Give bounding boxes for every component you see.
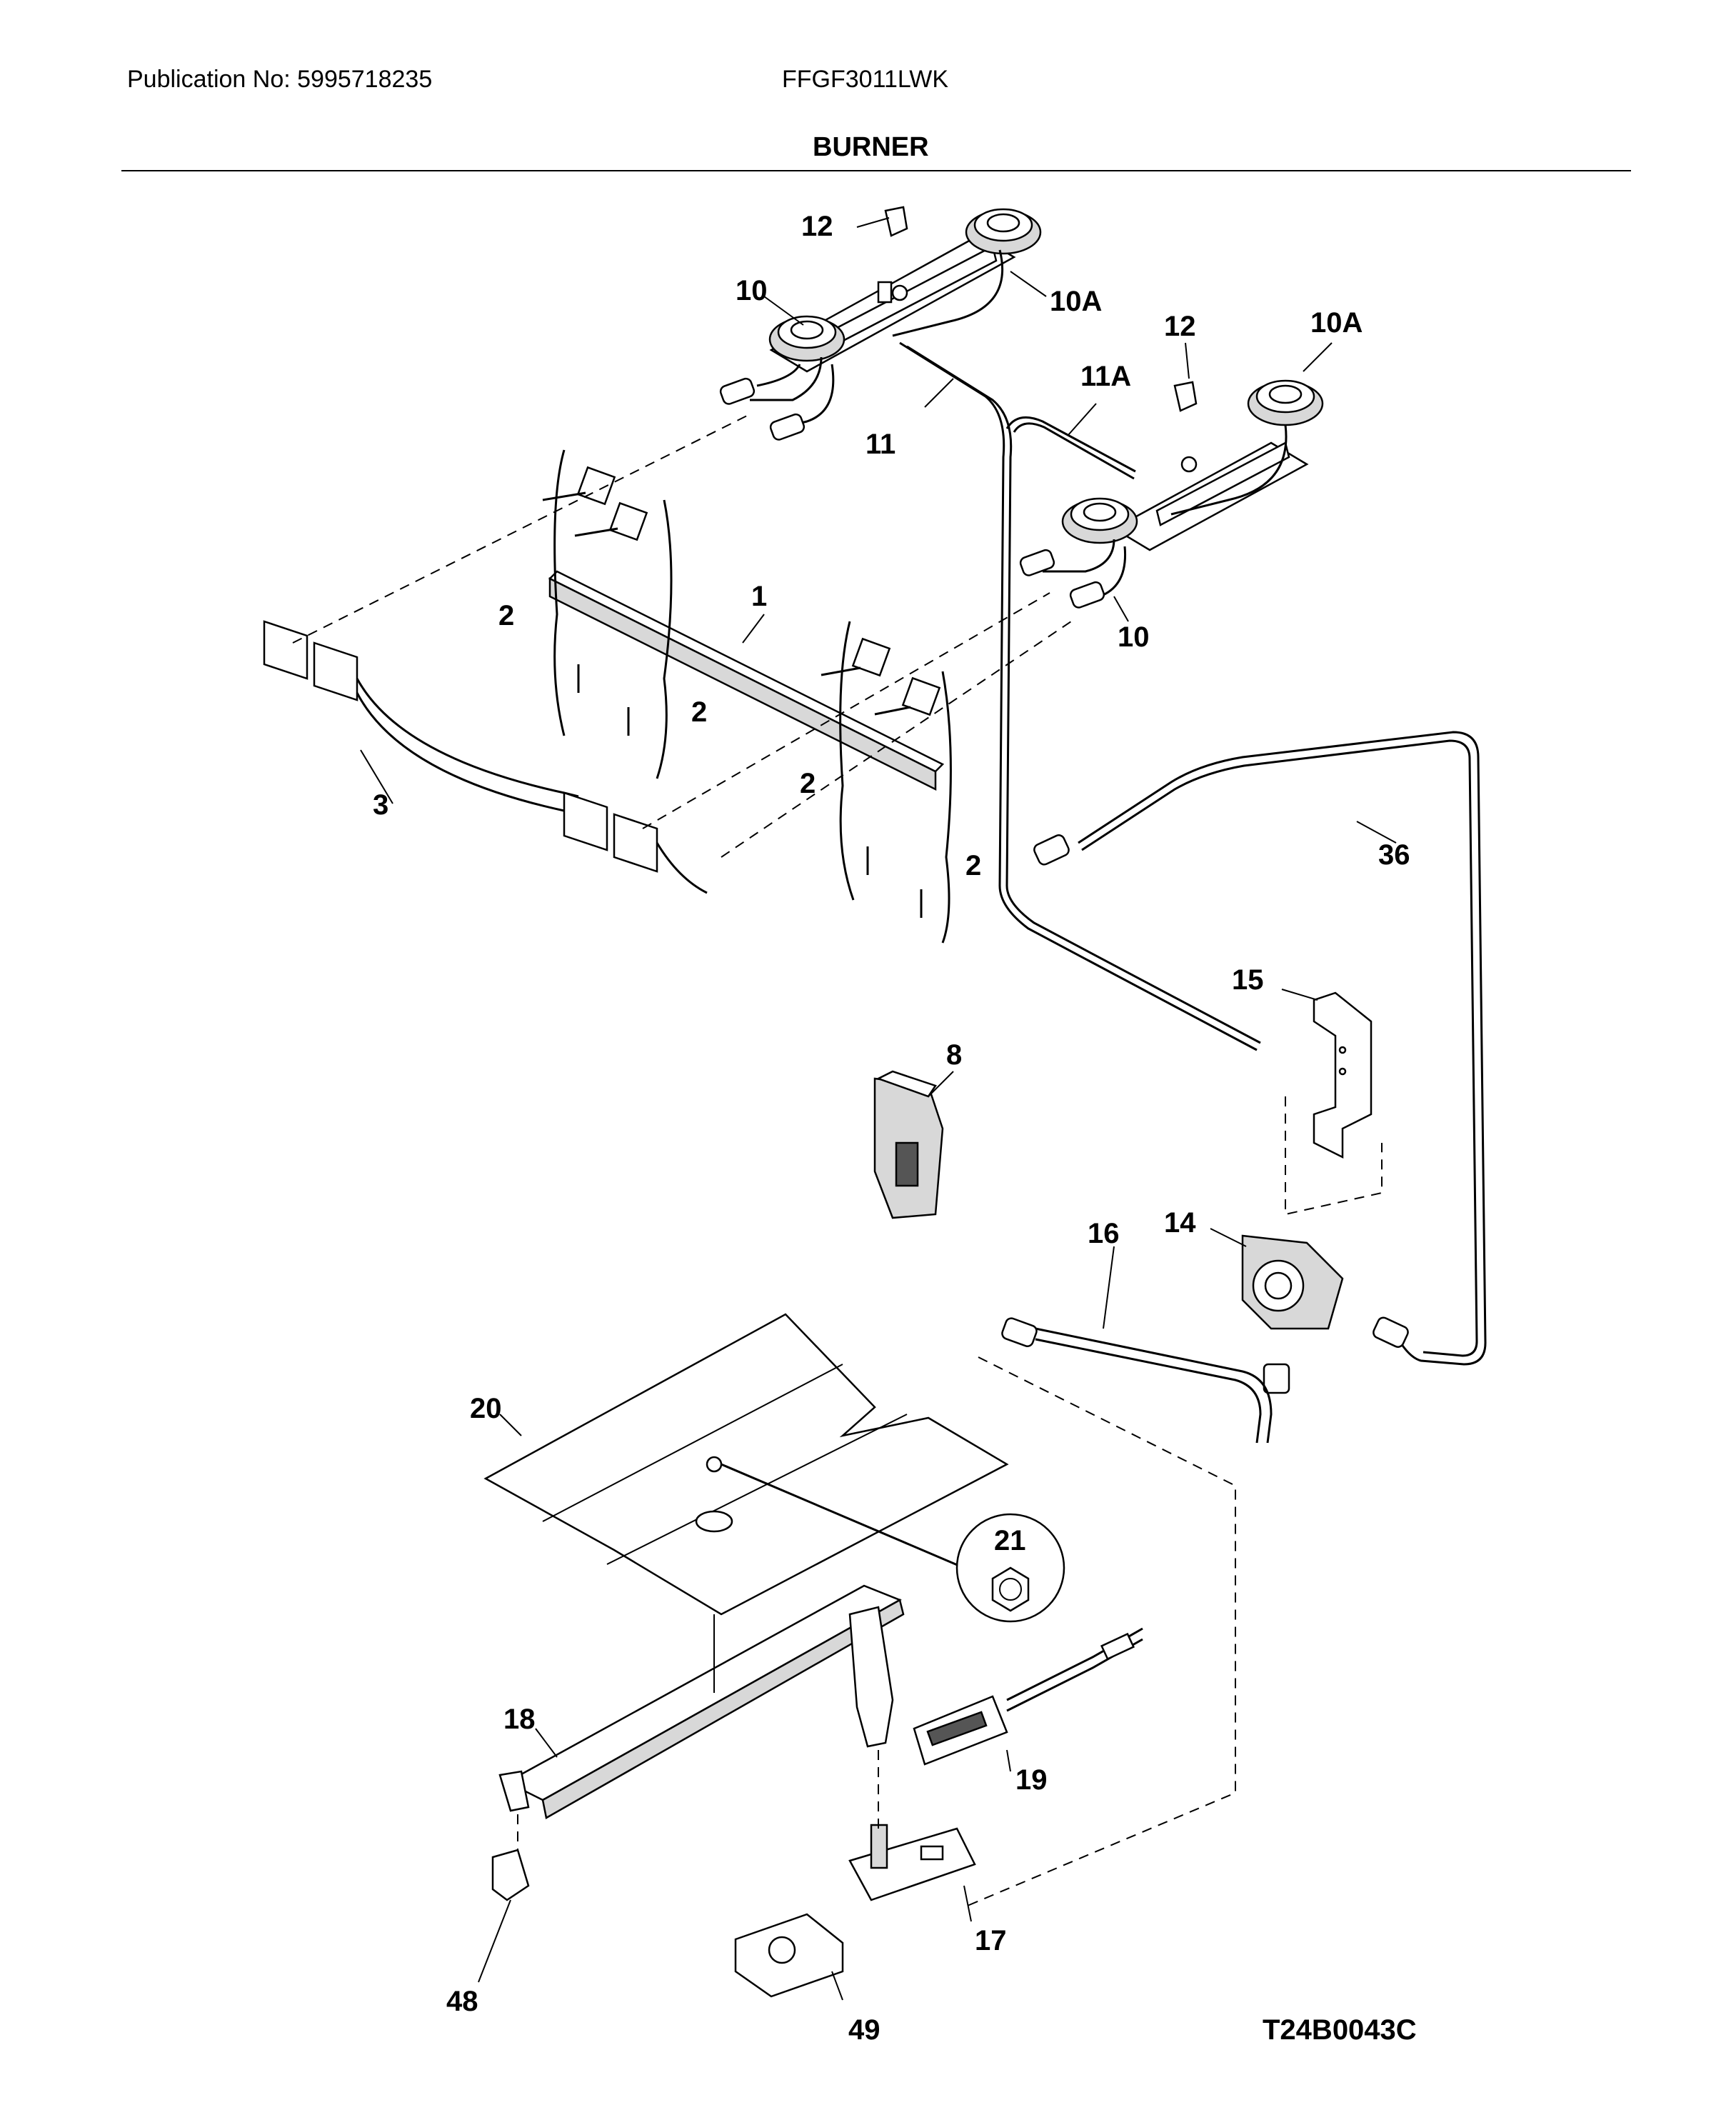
callout-12-left: 12 (801, 211, 833, 242)
valve-17 (848, 1824, 976, 1901)
tube-11 (899, 341, 1261, 1051)
callout-11a: 11A (1080, 361, 1131, 392)
callout-20: 20 (470, 1393, 502, 1424)
callout-48: 48 (446, 1986, 478, 2017)
heat-shield-20 (483, 1313, 1009, 1616)
supply-tube-36 (1033, 731, 1487, 1366)
clip-12-right (1173, 381, 1198, 412)
manifold-bracket-3 (263, 620, 708, 894)
valve-group (542, 449, 952, 944)
callout-10-left: 10 (736, 275, 768, 306)
tube-16 (1001, 1317, 1273, 1444)
clip-12-left (884, 206, 908, 237)
bracket-15 (1313, 991, 1373, 1159)
nut-21-callout (721, 1463, 1065, 1623)
callout-19: 19 (1015, 1764, 1048, 1796)
callout-2a: 2 (498, 600, 514, 631)
callout-2b: 2 (691, 696, 707, 728)
callout-3: 3 (373, 789, 388, 821)
callout-15: 15 (1232, 964, 1264, 996)
dashed-connector-valves (292, 414, 1072, 858)
header-divider (121, 170, 1631, 171)
ignition-module-8 (873, 1070, 944, 1219)
callout-12-right: 12 (1164, 311, 1196, 342)
callout-17: 17 (975, 1925, 1007, 1956)
model-number: FFGF3011LWK (782, 66, 949, 93)
valve-2 (574, 501, 648, 736)
callout-11: 11 (866, 429, 895, 460)
callout-16: 16 (1088, 1218, 1120, 1249)
bracket-48 (491, 1849, 530, 1901)
callout-18: 18 (503, 1704, 536, 1735)
regulator-14 (1241, 1234, 1344, 1394)
burner-assembly-right (1019, 379, 1324, 609)
callout-1: 1 (751, 581, 767, 612)
dashed-connector-15-14 (1285, 1096, 1383, 1216)
callout-2c: 2 (800, 768, 816, 799)
callout-49: 49 (848, 2014, 880, 2046)
callout-2d: 2 (965, 850, 981, 881)
callout-10a-right: 10A (1310, 307, 1363, 339)
leader-lines (360, 217, 1397, 2001)
valve-4 (874, 676, 941, 918)
callout-10-right: 10 (1118, 621, 1150, 653)
tube-11a (1005, 416, 1136, 480)
callout-14: 14 (1164, 1207, 1196, 1239)
manifold-pipe-1 (548, 570, 945, 791)
section-title: BURNER (813, 132, 929, 162)
oven-burner-18 (498, 1584, 905, 1819)
burner-assembly-left (719, 208, 1042, 441)
callout-21: 21 (994, 1525, 1026, 1556)
callout-8: 8 (946, 1039, 962, 1071)
valve-3 (821, 637, 891, 875)
bracket-49 (734, 1913, 844, 1998)
callout-36: 36 (1378, 839, 1410, 871)
callout-10a-left: 10A (1050, 286, 1102, 317)
dashed-connector-16-17 (963, 1356, 1236, 1908)
igniter-19 (913, 1627, 1143, 1766)
drawing-code: T24B0043C (1263, 2014, 1417, 2046)
publication-number: Publication No: 5995718235 (127, 66, 433, 93)
